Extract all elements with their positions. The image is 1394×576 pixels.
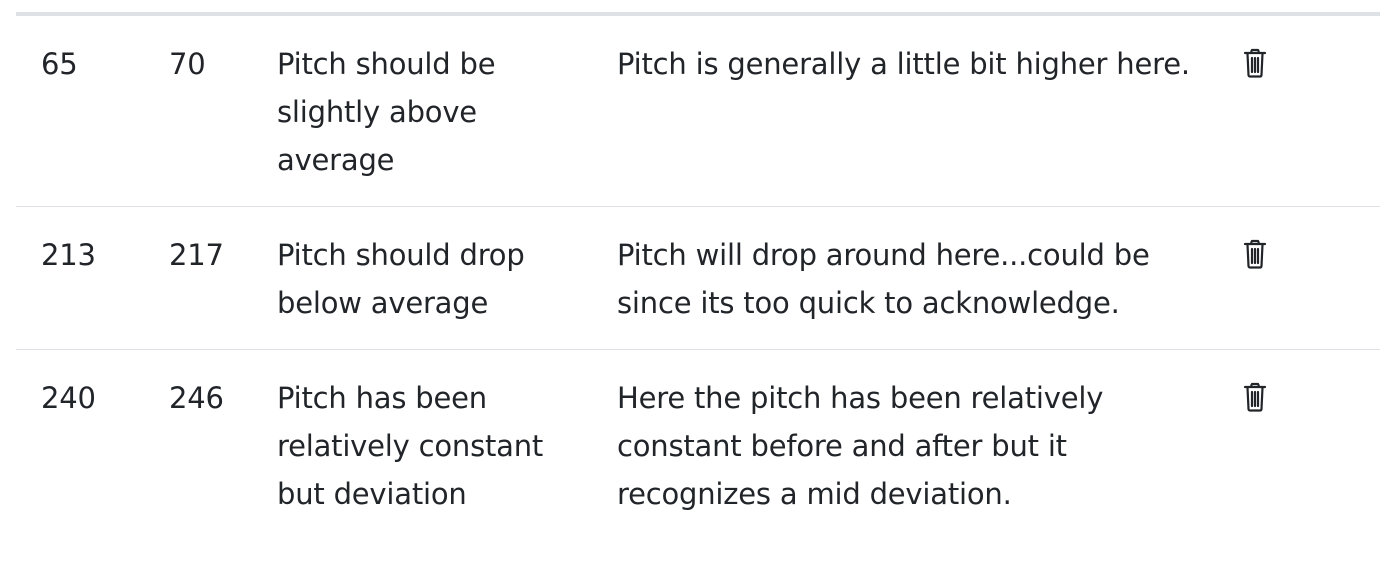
- expected-text: Pitch should drop below average: [277, 238, 525, 320]
- observed-text: Pitch is generally a little bit higher h…: [617, 47, 1190, 81]
- start-value: 65: [41, 47, 78, 81]
- delete-button[interactable]: [1241, 46, 1269, 80]
- trash-icon: [1243, 239, 1267, 269]
- end-cell: 70: [144, 16, 252, 207]
- table-row: 240 246 Pitch has been relatively consta…: [16, 349, 1380, 540]
- expected-cell: Pitch should drop below average: [252, 206, 592, 350]
- start-cell: 65: [16, 16, 144, 207]
- start-value: 213: [41, 238, 96, 272]
- end-value: 246: [169, 381, 224, 415]
- end-cell: 246: [144, 349, 252, 540]
- annotations-table: 65 70 Pitch should be slightly above ave…: [16, 16, 1380, 540]
- table-row: 213 217 Pitch should drop below average …: [16, 206, 1380, 350]
- expected-cell: Pitch has been relatively constant but d…: [252, 349, 592, 540]
- table-row: 65 70 Pitch should be slightly above ave…: [16, 16, 1380, 207]
- table-header-divider: [16, 12, 1380, 16]
- observed-text: Pitch will drop around here...could be s…: [617, 238, 1150, 320]
- trash-icon: [1243, 48, 1267, 78]
- end-value: 70: [169, 47, 206, 81]
- start-value: 240: [41, 381, 96, 415]
- delete-button[interactable]: [1241, 380, 1269, 414]
- expected-cell: Pitch should be slightly above average: [252, 16, 592, 207]
- action-cell: [1228, 16, 1380, 207]
- observed-cell: Pitch will drop around here...could be s…: [592, 206, 1228, 350]
- trash-icon: [1243, 382, 1267, 412]
- expected-text: Pitch should be slightly above average: [277, 47, 496, 177]
- observed-cell: Here the pitch has been relatively const…: [592, 349, 1228, 540]
- observed-text: Here the pitch has been relatively const…: [617, 381, 1104, 511]
- observed-cell: Pitch is generally a little bit higher h…: [592, 16, 1228, 207]
- annotations-table-container: 65 70 Pitch should be slightly above ave…: [16, 0, 1380, 540]
- expected-text: Pitch has been relatively constant but d…: [277, 381, 544, 511]
- end-cell: 217: [144, 206, 252, 350]
- action-cell: [1228, 349, 1380, 540]
- action-cell: [1228, 206, 1380, 350]
- start-cell: 240: [16, 349, 144, 540]
- start-cell: 213: [16, 206, 144, 350]
- end-value: 217: [169, 238, 224, 272]
- delete-button[interactable]: [1241, 237, 1269, 271]
